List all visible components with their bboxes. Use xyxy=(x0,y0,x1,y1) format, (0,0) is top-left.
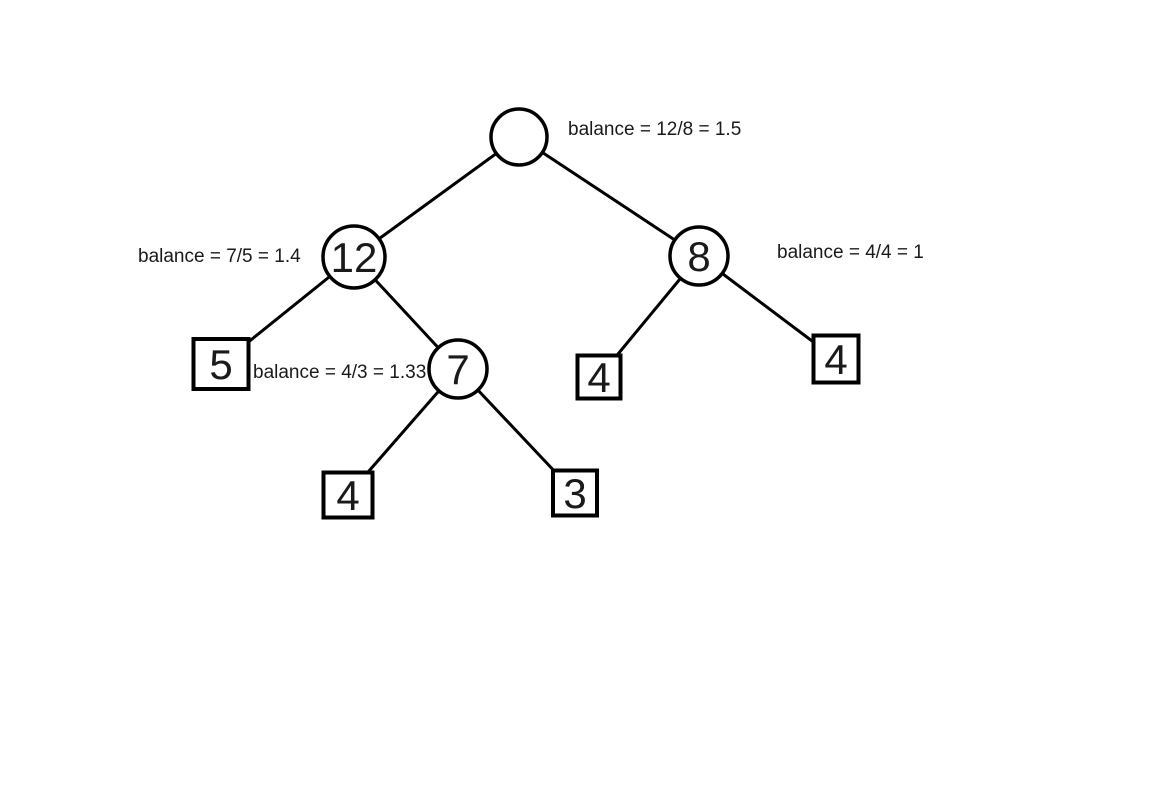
balance-annotation-n12: balance = 7/5 = 1.4 xyxy=(138,246,301,267)
tree-node-n3: 3 xyxy=(551,468,599,518)
square-node-shape-n4c xyxy=(321,470,375,520)
circle-node-shape-n8 xyxy=(668,225,730,287)
square-node-shape-n4b xyxy=(811,333,861,385)
square-node-shape-n5 xyxy=(191,337,251,391)
tree-node-n8: 8 xyxy=(668,225,730,287)
tree-edge-root-n12 xyxy=(352,135,521,259)
circle-node-shape-root xyxy=(489,107,549,167)
circle-node-shape-n12 xyxy=(321,224,387,290)
circle-node-shape-n7 xyxy=(427,338,489,400)
node-label-n8: 8 xyxy=(687,233,710,280)
tree-node-n4b: 4 xyxy=(811,333,861,385)
tree-node-root xyxy=(489,107,549,167)
balance-annotation-n7: balance = 4/3 = 1.33 xyxy=(253,362,427,383)
node-label-n4b: 4 xyxy=(824,336,847,383)
node-label-n4c: 4 xyxy=(336,472,359,519)
square-node-shape-n3 xyxy=(551,468,599,518)
tree-node-n7: 7 xyxy=(427,338,489,400)
tree-node-n12: 12 xyxy=(321,224,387,290)
node-label-n5: 5 xyxy=(209,341,232,388)
tree-node-n4a: 4 xyxy=(575,353,623,401)
balance-annotation-root: balance = 12/8 = 1.5 xyxy=(568,119,742,140)
tree-node-n4c: 4 xyxy=(321,470,375,520)
node-label-n4a: 4 xyxy=(587,354,610,401)
tree-node-n5: 5 xyxy=(191,337,251,391)
square-node-shape-n4a xyxy=(575,353,623,401)
node-label-n12: 12 xyxy=(331,234,378,281)
node-label-n3: 3 xyxy=(563,470,586,517)
node-label-n7: 7 xyxy=(446,346,469,393)
balance-annotation-n8: balance = 4/4 = 1 xyxy=(777,242,924,263)
tree-edge-root-n8 xyxy=(517,135,701,258)
